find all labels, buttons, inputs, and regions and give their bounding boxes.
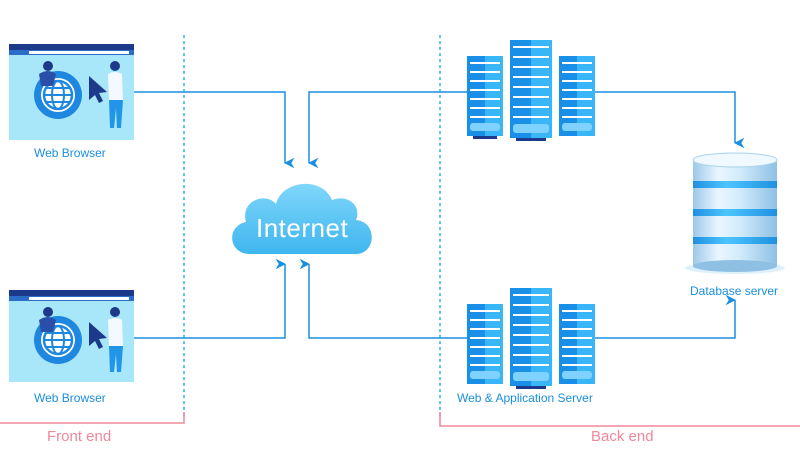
edge-server-bottom-to-database xyxy=(595,294,737,339)
back-end-label: Back end xyxy=(591,428,654,445)
edge-browser-top-to-internet xyxy=(134,91,295,169)
database-icon xyxy=(685,152,785,274)
web-browser-bottom-label: Web Browser xyxy=(34,391,106,405)
server-rack-icon-bottom xyxy=(467,288,595,389)
web-app-server-label: Web & Application Server xyxy=(457,391,593,405)
front-end-bracket xyxy=(0,412,185,424)
database-server-label: Database server xyxy=(690,284,779,298)
edge-server-top-to-database xyxy=(595,91,745,149)
edge-browser-bottom-to-internet xyxy=(134,258,287,339)
web-browser-icon-top xyxy=(9,44,134,140)
internet-cloud-icon xyxy=(232,183,372,254)
back-end-bracket xyxy=(439,412,800,427)
web-browser-top-label: Web Browser xyxy=(34,146,106,160)
edge-server-top-to-internet xyxy=(307,91,470,169)
web-browser-icon-bottom xyxy=(9,290,134,382)
server-rack-icon-top xyxy=(467,40,595,141)
internet-label: Internet xyxy=(256,213,349,243)
edge-server-bottom-to-internet xyxy=(299,258,470,339)
front-end-label: Front end xyxy=(47,428,112,445)
